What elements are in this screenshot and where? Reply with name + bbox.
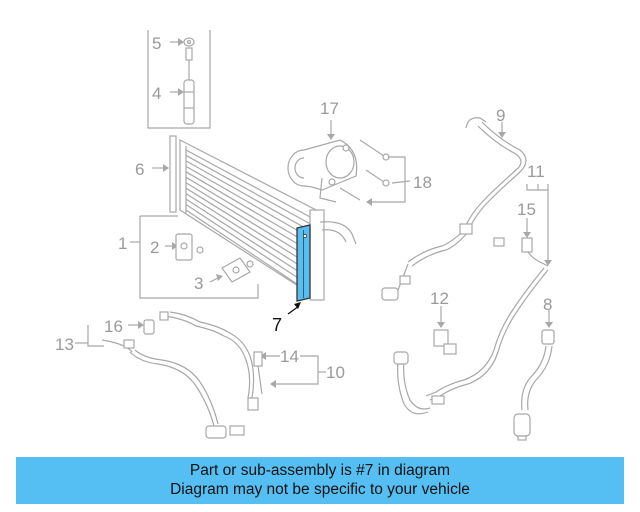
callout-4: 4 [152, 84, 161, 103]
callout-18: 18 [413, 173, 432, 192]
banner-line-2: Diagram may not be specific to your vehi… [170, 481, 470, 498]
condenser-fin [185, 154, 313, 226]
info-banner: Part or sub-assembly is #7 in diagram Di… [16, 457, 624, 504]
condenser-fin [185, 209, 313, 295]
condenser-fin [185, 160, 313, 233]
condenser-fin [185, 204, 313, 288]
callout-13: 13 [55, 335, 74, 354]
callout-2: 2 [150, 238, 159, 257]
callout-12: 12 [430, 289, 449, 308]
callout-17: 17 [320, 99, 339, 118]
callout-14: 14 [280, 347, 299, 366]
condenser-fin [185, 182, 313, 260]
part-8-fitting[interactable] [541, 310, 555, 345]
part-14-fitting[interactable] [247, 351, 326, 411]
part-9-suction-line[interactable] [381, 117, 527, 301]
callout-15: 15 [517, 200, 536, 219]
part-16-pressure-switch[interactable] [75, 319, 155, 347]
part-5-cap[interactable] [170, 37, 195, 47]
part-7-leader [287, 302, 301, 315]
callout-8: 8 [543, 295, 552, 314]
callout-3: 3 [194, 274, 203, 293]
part-6-side-bar[interactable] [152, 135, 177, 213]
condenser-fin [185, 149, 313, 219]
part-3-bracket[interactable] [209, 257, 254, 283]
callout-7: 7 [272, 315, 282, 335]
condenser[interactable] [179, 139, 357, 302]
part-17-compressor[interactable] [287, 120, 358, 203]
part-18-bolts[interactable] [339, 139, 411, 206]
part-13-liquid-line[interactable] [101, 339, 245, 439]
banner-line-1: Part or sub-assembly is #7 in diagram [189, 462, 451, 479]
condenser-fin [185, 198, 313, 281]
callout-16: 16 [104, 317, 123, 336]
callout-10: 10 [326, 363, 345, 382]
parts-diagram: 5 4 6 1 2 3 17 18 7 13 16 14 10 9 11 15 … [55, 30, 555, 441]
condenser-fin [185, 187, 313, 267]
part-11-bracket[interactable] [526, 184, 552, 266]
discharge-line[interactable] [159, 311, 255, 399]
callout-1: 1 [118, 234, 127, 253]
part-2-mount[interactable] [165, 233, 204, 261]
condenser-fin [185, 193, 313, 274]
callout-5: 5 [152, 34, 161, 53]
callout-9: 9 [496, 106, 505, 125]
part-4-dryer[interactable] [170, 47, 195, 125]
condenser-fin [185, 165, 313, 240]
condenser-fin [185, 171, 313, 247]
assembly-outline [139, 30, 259, 299]
condenser-fin [185, 176, 313, 254]
callout-11: 11 [527, 162, 545, 181]
part-12-valve[interactable] [433, 306, 457, 355]
part-15-fitting[interactable] [493, 218, 533, 253]
callout-6: 6 [135, 160, 144, 179]
part-7-seal-strip[interactable] [296, 224, 311, 302]
part-10-line-assembly[interactable] [393, 251, 553, 441]
